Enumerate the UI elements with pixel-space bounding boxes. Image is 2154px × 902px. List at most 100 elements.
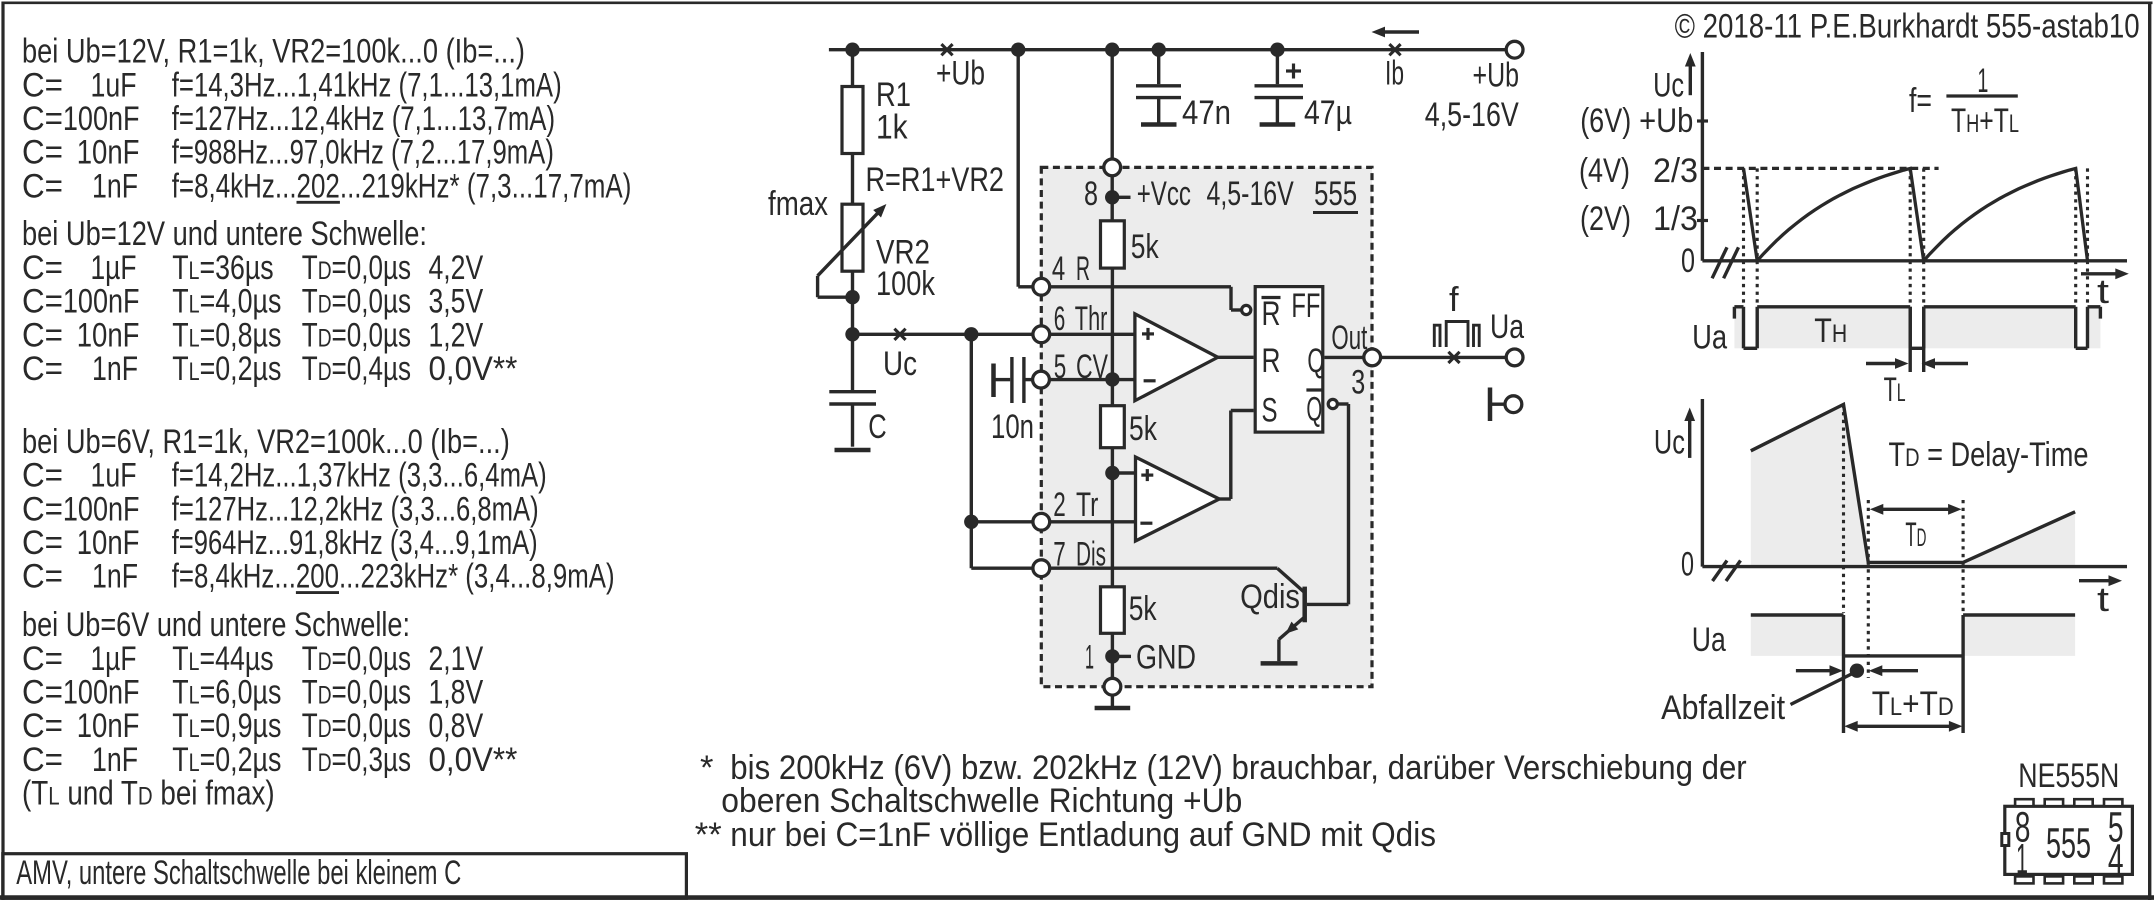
svg-text:Ua: Ua — [1692, 319, 1728, 357]
svg-text:Dis: Dis — [1076, 536, 1106, 574]
svg-text:f=988Hz...97,0kHz (7,2...17,9m: f=988Hz...97,0kHz (7,2...17,9mA) — [172, 134, 554, 172]
svg-text:R1: R1 — [876, 76, 911, 114]
svg-text:3,5V: 3,5V — [429, 283, 484, 321]
svg-text:+Ub: +Ub — [936, 55, 985, 93]
svg-text:C=: C= — [22, 100, 63, 138]
svg-text:nur bei C=1nF völlige Entladun: nur bei C=1nF völlige Entladung auf GND … — [730, 816, 1436, 854]
svg-text:5k: 5k — [1131, 228, 1159, 266]
svg-text:TH+TL: TH+TL — [1951, 102, 2019, 140]
svg-text:5k: 5k — [1129, 410, 1157, 448]
svg-text:(6V): (6V) — [1580, 102, 1631, 140]
svg-text:10nF: 10nF — [77, 134, 140, 172]
svg-text:C=: C= — [22, 283, 63, 321]
svg-text:Ua: Ua — [1692, 621, 1727, 659]
svg-text:(4V): (4V) — [1579, 152, 1630, 190]
svg-text:t: t — [2097, 273, 2110, 311]
svg-text:TD=0,0µs: TD=0,0µs — [302, 283, 411, 321]
svg-text:Ib: Ib — [1385, 54, 1404, 92]
svg-text:oberen Schaltschwelle Richtung: oberen Schaltschwelle Richtung +Ub — [721, 782, 1242, 820]
svg-text:8: 8 — [2015, 804, 2031, 852]
svg-text:Tr: Tr — [1076, 486, 1098, 524]
svg-text:C=: C= — [22, 524, 63, 562]
svg-text:C=: C= — [22, 558, 63, 596]
svg-text:4: 4 — [2108, 836, 2124, 884]
svg-text:fmax: fmax — [768, 185, 828, 223]
svg-text:C=: C= — [22, 490, 63, 528]
svg-text:5k: 5k — [1129, 590, 1157, 628]
svg-text:0,0V**: 0,0V** — [429, 350, 518, 388]
svg-text:1: 1 — [2016, 836, 2028, 884]
svg-text:1nF: 1nF — [92, 350, 138, 388]
svg-text:1uF: 1uF — [91, 66, 137, 104]
svg-text:Uc: Uc — [1654, 424, 1685, 462]
svg-text:1,8V: 1,8V — [429, 674, 484, 712]
svg-text:555: 555 — [1314, 175, 1357, 213]
svg-text:100nF: 100nF — [63, 100, 140, 138]
svg-text:f=127Hz...12,2kHz (3,3...6,8mA: f=127Hz...12,2kHz (3,3...6,8mA) — [172, 490, 539, 528]
svg-text:C=: C= — [22, 249, 63, 287]
svg-text:TL=44µs: TL=44µs — [172, 640, 273, 678]
svg-text:f=: f= — [1909, 82, 1932, 120]
svg-text:5: 5 — [2108, 804, 2124, 852]
svg-text:Thr: Thr — [1075, 300, 1108, 338]
svg-text:4: 4 — [1052, 250, 1065, 288]
svg-text:2/3: 2/3 — [1653, 152, 1698, 190]
svg-text:TL=0,9µs: TL=0,9µs — [172, 707, 281, 745]
svg-text:f=964Hz...91,8kHz (3,4...9,1mA: f=964Hz...91,8kHz (3,4...9,1mA) — [172, 524, 538, 562]
svg-text:**: ** — [695, 816, 722, 854]
svg-text:10nF: 10nF — [77, 524, 140, 562]
svg-text:47µ: 47µ — [1304, 94, 1352, 132]
svg-text:2,1V: 2,1V — [429, 640, 484, 678]
svg-text:0,8V: 0,8V — [429, 707, 484, 745]
svg-text:Qdis: Qdis — [1240, 578, 1300, 616]
svg-text:4,5-16V: 4,5-16V — [1207, 175, 1294, 213]
svg-text:10n: 10n — [991, 408, 1034, 446]
svg-text:f=127Hz...12,4kHz (7,1...13,7m: f=127Hz...12,4kHz (7,1...13,7mA) — [172, 100, 555, 138]
svg-text:TL=0,8µs: TL=0,8µs — [172, 316, 281, 354]
svg-text:Abfallzeit: Abfallzeit — [1661, 689, 1785, 727]
svg-text:C=: C= — [22, 66, 63, 104]
svg-text:f=14,3Hz...1,41kHz (7,1...13,1: f=14,3Hz...1,41kHz (7,1...13,1mA) — [172, 66, 562, 104]
svg-text:Q: Q — [1306, 391, 1322, 429]
svg-text:f=8,4kHz...200...223kHz* (3,4.: f=8,4kHz...200...223kHz* (3,4...8,9mA) — [172, 558, 615, 596]
svg-text:(2V): (2V) — [1580, 200, 1631, 238]
svg-text:Ua: Ua — [1490, 308, 1525, 346]
svg-text:1µF: 1µF — [91, 249, 137, 287]
svg-text:S: S — [1262, 392, 1278, 430]
svg-text:TD = Delay-Time: TD = Delay-Time — [1889, 436, 2089, 474]
svg-text:C=: C= — [22, 350, 63, 388]
svg-text:3: 3 — [1351, 364, 1365, 402]
svg-text:1/3: 1/3 — [1653, 200, 1698, 238]
svg-text:C=: C= — [22, 640, 63, 678]
svg-text:bei Ub=6V, R1=1k, VR2=100k...0: bei Ub=6V, R1=1k, VR2=100k...0 (Ib=...) — [22, 423, 510, 461]
svg-text:TL=0,2µs: TL=0,2µs — [172, 741, 281, 779]
svg-text:bei Ub=12V und untere Schwelle: bei Ub=12V und untere Schwelle: — [22, 215, 427, 253]
svg-text:C=: C= — [22, 707, 63, 745]
svg-text:0: 0 — [1681, 242, 1695, 280]
svg-text:GND: GND — [1136, 639, 1196, 677]
svg-text:Uc: Uc — [1653, 67, 1684, 105]
svg-text:1nF: 1nF — [92, 167, 138, 205]
svg-text:C: C — [868, 408, 886, 446]
svg-text:+Ub: +Ub — [1473, 57, 1520, 95]
svg-text:R: R — [1262, 342, 1281, 380]
svg-text:+Ub: +Ub — [1639, 102, 1693, 140]
svg-text:0: 0 — [1681, 546, 1694, 584]
svg-text:FF: FF — [1291, 287, 1320, 325]
svg-text:0,0V**: 0,0V** — [429, 741, 518, 779]
svg-text:100nF: 100nF — [63, 283, 140, 321]
svg-text:47n: 47n — [1182, 94, 1231, 132]
svg-text:f=8,4kHz...202...219kHz* (7,3.: f=8,4kHz...202...219kHz* (7,3...17,7mA) — [172, 167, 632, 205]
svg-text:100nF: 100nF — [63, 674, 140, 712]
svg-text:2: 2 — [1053, 486, 1066, 524]
svg-text:f: f — [1449, 281, 1459, 319]
svg-text:Uc: Uc — [883, 345, 917, 383]
svg-text:6: 6 — [1054, 300, 1066, 338]
svg-text:TL=4,0µs: TL=4,0µs — [172, 283, 281, 321]
svg-text:AMV, untere Schaltschwelle bei: AMV, untere Schaltschwelle bei kleinem C — [16, 854, 461, 892]
svg-text:R: R — [1076, 250, 1090, 288]
svg-text:C=: C= — [22, 674, 63, 712]
svg-text:4,2V: 4,2V — [429, 249, 484, 287]
svg-text:100nF: 100nF — [63, 490, 140, 528]
svg-text:TL=0,2µs: TL=0,2µs — [172, 350, 281, 388]
